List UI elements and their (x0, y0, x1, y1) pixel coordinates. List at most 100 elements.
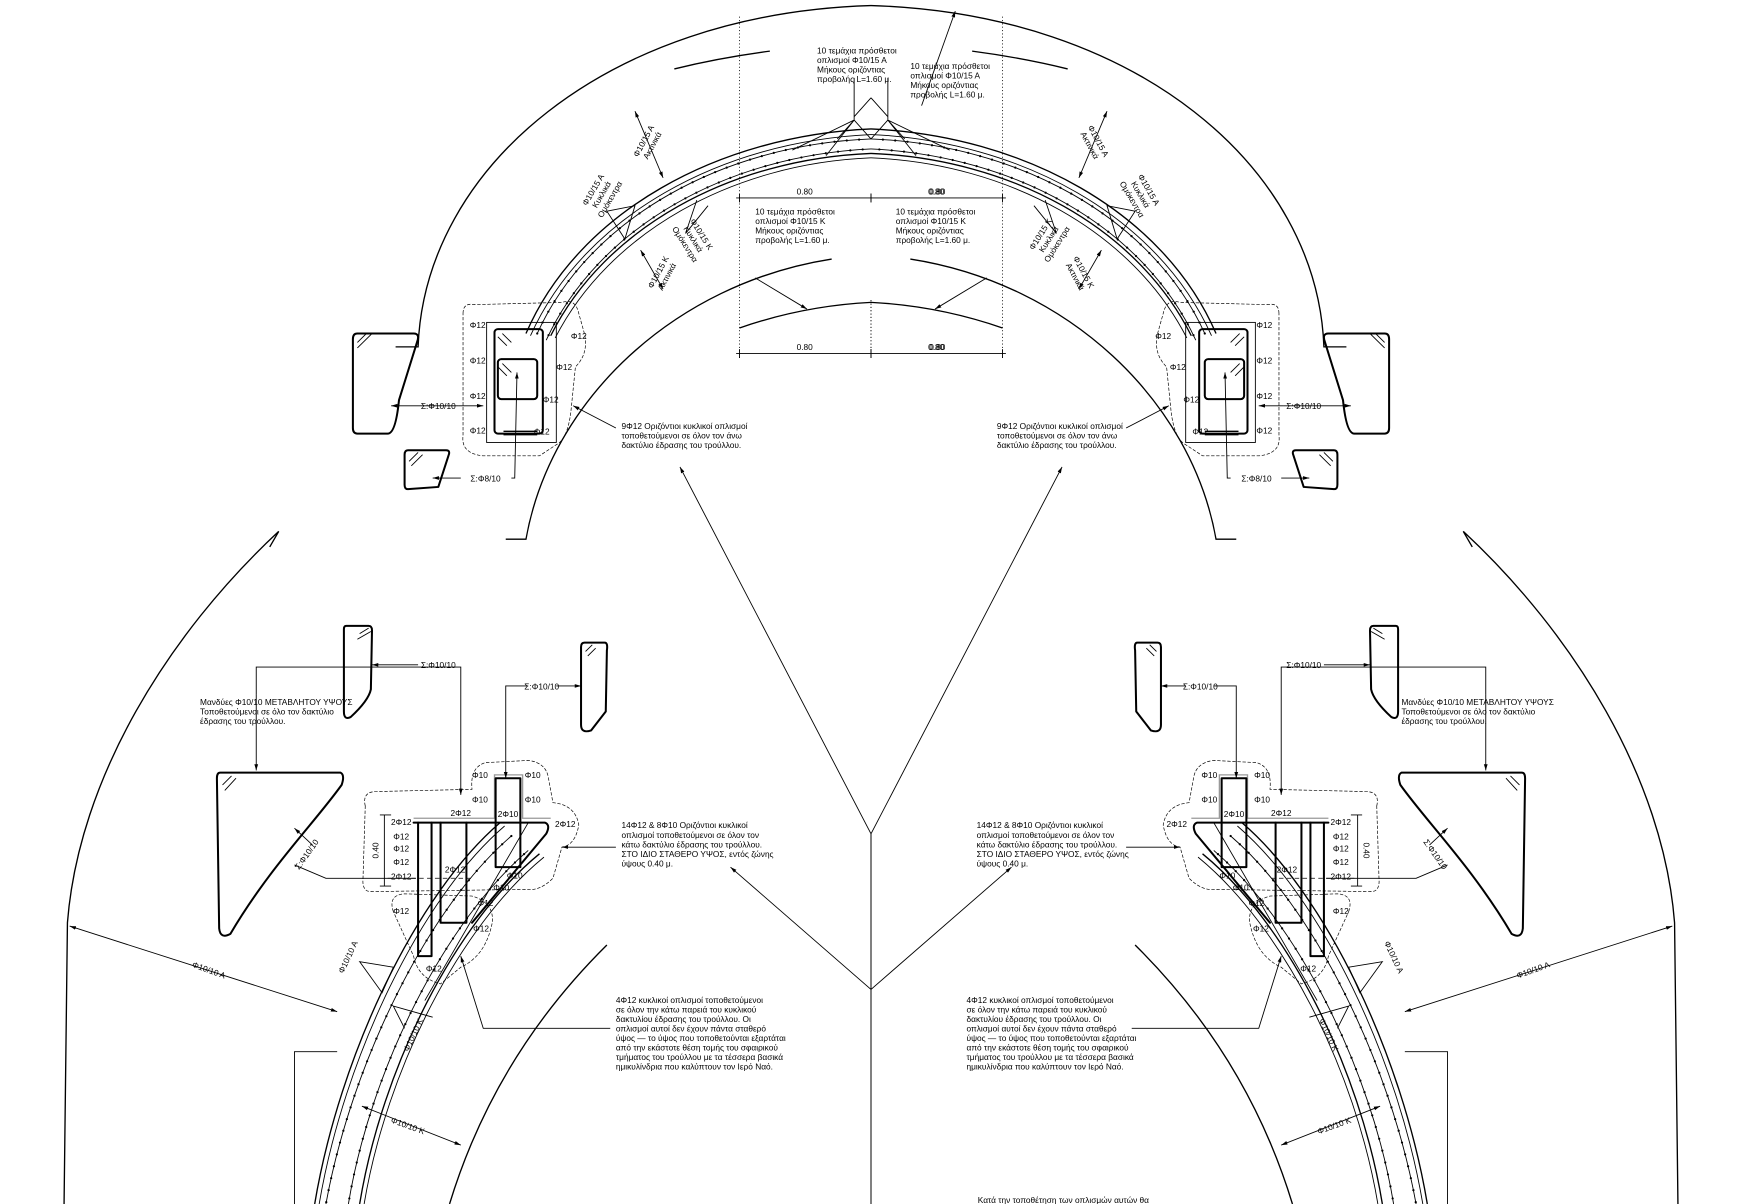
rebar-dot (748, 158, 752, 161)
rebar-dot (796, 146, 799, 149)
rebar-label: 2Φ10 (498, 810, 519, 819)
rebar-dot (1374, 1125, 1377, 1129)
rebar-dot (361, 1137, 364, 1140)
note-line: ημικυλίνδρια που καλύπτουν τον Ιερό Ναό. (967, 1063, 1124, 1072)
rebar-dot (1364, 1037, 1367, 1040)
note-line: 10 τεμάχια πρόσθετοι (910, 62, 990, 71)
rebar-dot (1307, 929, 1311, 932)
dimension-label: 0.40 (1361, 842, 1370, 858)
rebar-dot (662, 209, 666, 212)
rebar-dot (368, 1114, 371, 1117)
rebar-dot (452, 898, 455, 901)
rebar-dot (425, 939, 428, 942)
rebar-label: Φ12 (393, 845, 409, 854)
rebar-dot (878, 148, 881, 151)
rebar-dot (808, 144, 812, 147)
rebar-label: Φ10 (1201, 771, 1217, 780)
dimension-label: 0.80 (929, 188, 946, 197)
rebar-dot (547, 310, 550, 313)
rebar-dot (930, 144, 934, 147)
rebar-dot (881, 138, 885, 141)
rebar-dot (1330, 1011, 1333, 1015)
label-phi10-10-k: Φ10/10 Κ (402, 1017, 425, 1053)
rebar-dot (390, 1004, 393, 1007)
rebar-dot (638, 212, 641, 215)
rebar-label: Φ12 (393, 907, 409, 916)
rebar-dot (1264, 869, 1267, 872)
label-phi10-10-a: Φ10/10 Α (1382, 940, 1405, 975)
rebar-dot (609, 235, 612, 238)
rebar-dot (389, 1056, 392, 1059)
rebar-dot (648, 205, 651, 208)
label-phi10-10-k: Φ10/10 Κ (1317, 1017, 1340, 1053)
rebar-dot (1313, 979, 1316, 982)
rebar-dot (335, 1153, 338, 1156)
rebar-dot (1307, 968, 1310, 971)
dimension-label: 0.40 (372, 842, 381, 858)
rebar-dot (955, 148, 958, 152)
rebar-dot (465, 917, 469, 920)
note-line: προβολής L=1.60 μ. (910, 91, 984, 100)
rebar-dot (572, 292, 575, 295)
rebar-dot (451, 937, 455, 940)
label-stirrup: Σ:Φ10/10 (421, 402, 456, 411)
rebar-label: Φ12 (534, 428, 550, 437)
rebar-dot (1400, 1141, 1404, 1144)
rebar-dot (963, 161, 966, 165)
rebar-label: Φ12 (571, 332, 587, 341)
rebar-dot (1033, 186, 1036, 189)
note-line: από την εκάστοτε θέση τομής του σφαιρικο… (616, 1044, 778, 1053)
note-line: Τοποθετούμενοι σε όλο τον δακτύλιο (200, 707, 334, 716)
rebar-label: Φ12 (470, 392, 486, 401)
note-line: 4Φ12 κυκλικοί οπλισμοί τοποθετούμενοι (967, 996, 1114, 1005)
rebar-dot (1382, 1083, 1385, 1086)
rebar-dot (1174, 302, 1177, 305)
rebar-dot (1247, 851, 1250, 854)
rebar-label: Φ12 (1192, 428, 1208, 437)
rebar-dot (1216, 853, 1220, 856)
rebar-dot (553, 300, 556, 303)
rebar-dot (1186, 323, 1189, 326)
note-line: οπλισμοί αυτοί δεν έχουν πάντα σταθερό (616, 1024, 767, 1033)
rebar-dot (943, 146, 946, 149)
note-line: 10 τεμάχια πρόσθετοι (896, 208, 976, 217)
rebar-dot (652, 216, 655, 219)
rebar-dot (812, 154, 815, 157)
rebar-dot (1148, 251, 1151, 255)
note-line: Τοποθετούμενοι σε όλο τον δακτύλιο (1401, 707, 1535, 716)
rebar-dot (325, 1201, 328, 1204)
note-line: Μανδύες Φ10/10 ΜΕΤΑΒΛΗΤΟΥ ΥΨΟΥΣ (1401, 698, 1553, 707)
rebar-dot (695, 191, 698, 194)
rebar-dot (1409, 1177, 1412, 1180)
rebar-dot (1386, 1173, 1390, 1176)
rebar-dot (1294, 908, 1297, 911)
rebar-dot (1319, 990, 1322, 993)
rebar-dot (1273, 917, 1277, 920)
note-line: προβολής L=1.60 μ. (755, 236, 829, 245)
rebar-dot (684, 197, 687, 200)
label-circular-k: Φ10/15 ΚΚυκλικάΟμόκεντρα (670, 215, 716, 264)
rebar-dot (706, 186, 709, 189)
rebar-dot (951, 158, 954, 162)
rebar-dot (327, 1189, 330, 1192)
note-line: 10 τεμάχια πρόσθετοι (755, 208, 835, 217)
rebar-dot (353, 1094, 356, 1097)
rebar-dots (325, 138, 1417, 1204)
note-line: δακτύλιο έδρασης του τρούλλου. (622, 441, 742, 450)
rebar-dot (401, 982, 404, 985)
rebar-dot (438, 918, 441, 921)
dimension-label: 0.80 (928, 343, 945, 352)
note-line: ύψους 0.40 μ. (977, 860, 1029, 869)
rebar-label: Φ10 (1233, 884, 1249, 893)
rebar-dot (1320, 949, 1323, 953)
rebar-dot (1121, 227, 1124, 230)
rebar-dot (1059, 186, 1062, 189)
rebar-dot (1243, 879, 1246, 882)
rebar-label: Φ12 (1333, 832, 1349, 841)
rebar-dot (1238, 843, 1241, 846)
rebar-dot (1229, 834, 1232, 838)
rebar-dot (890, 149, 893, 152)
rebar-dot (591, 251, 594, 255)
